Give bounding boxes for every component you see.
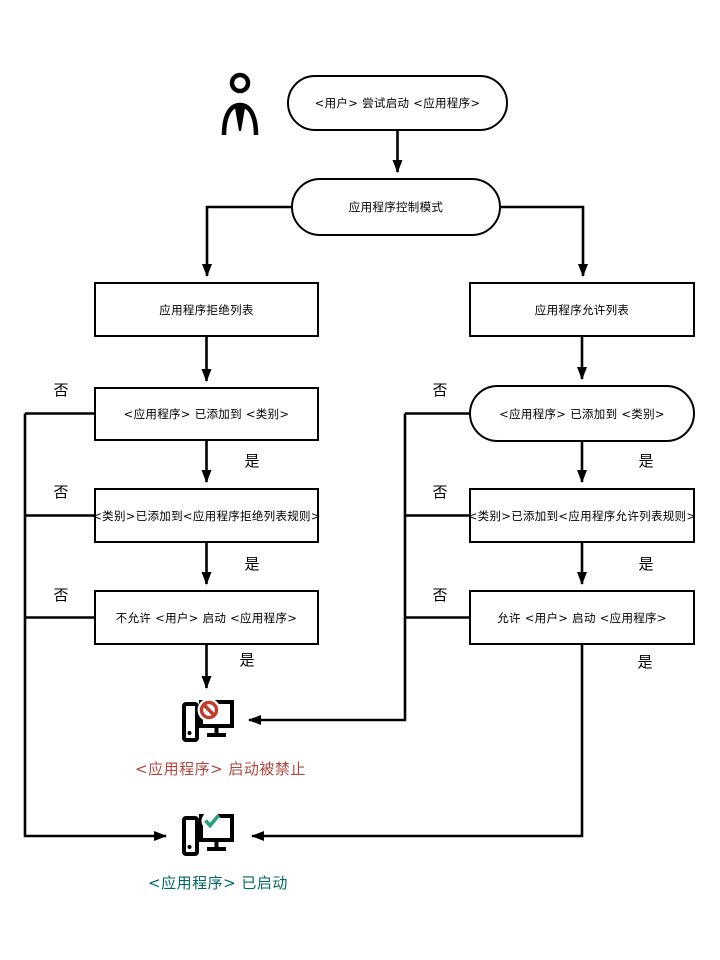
category-in-denylist-rules-node: <类别>已添加到<应用程序拒绝列表规则> xyxy=(92,488,320,543)
yes-label: 是 xyxy=(244,555,260,573)
app-in-category-allowlist-node: <应用程序> 已添加到 <类别> xyxy=(469,385,695,442)
blocked-computer-icon xyxy=(182,698,234,742)
prohibition-icon xyxy=(197,698,221,722)
yes-label: 是 xyxy=(239,651,255,669)
user-icon xyxy=(221,72,259,136)
no-label: 否 xyxy=(53,483,69,501)
allowlist-node: 应用程序允许列表 xyxy=(469,282,695,337)
block-launch-node: 不允许 <用户> 启动 <应用程序> xyxy=(94,590,319,645)
start-node: <用户> 尝试启动 <应用程序> xyxy=(287,75,508,131)
no-label: 否 xyxy=(432,586,448,604)
no-label: 否 xyxy=(53,381,69,399)
check-icon xyxy=(201,811,221,831)
category-in-allowlist-rules-node: <类别>已添加到<应用程序允许列表规则> xyxy=(468,488,696,543)
allow-launch-node: 允许 <用户> 启动 <应用程序> xyxy=(469,590,695,645)
no-label: 否 xyxy=(432,381,448,399)
started-result-label: <应用程序> 已启动 xyxy=(148,874,288,892)
denylist-node: 应用程序拒绝列表 xyxy=(94,282,319,337)
no-label: 否 xyxy=(432,483,448,501)
app-in-category-denylist-node: <应用程序> 已添加到 <类别> xyxy=(94,387,319,441)
control-mode-node: 应用程序控制模式 xyxy=(291,178,501,236)
yes-label: 是 xyxy=(638,555,654,573)
yes-label: 是 xyxy=(637,653,653,671)
yes-label: 是 xyxy=(244,452,260,470)
yes-label: 是 xyxy=(638,452,654,470)
no-label: 否 xyxy=(53,586,69,604)
started-computer-icon xyxy=(182,811,234,856)
blocked-result-label: <应用程序> 启动被禁止 xyxy=(135,760,306,778)
